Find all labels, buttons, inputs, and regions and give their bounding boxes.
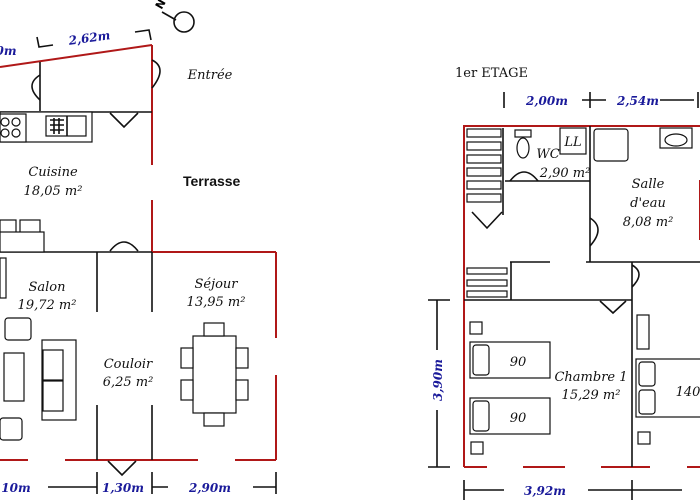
room-area-sejour: 13,95 m²: [187, 295, 246, 310]
first-floor-plan: 1er ETAGE 2,00m 2,54m: [428, 66, 700, 500]
door-icon: [151, 59, 161, 89]
dimension-label: 2,62m: [67, 28, 111, 48]
door-icon: [509, 171, 539, 182]
room-label-entree: Entrée: [187, 68, 233, 83]
bed-icon: 90: [469, 397, 551, 435]
bed-icon: 140: [635, 358, 700, 418]
washbasin-icon: [659, 127, 693, 149]
room-area-cuisine: 18,05 m²: [24, 184, 83, 199]
room-label-wc: WC: [536, 147, 559, 162]
room-area-salle-eau: 8,08 m²: [623, 215, 674, 230]
room-area-couloir: 6,25 m²: [103, 375, 154, 390]
sink-icon: [45, 115, 87, 137]
room-area-wc: 2,90 m²: [539, 166, 591, 181]
room-label-terrasse: Terrasse: [183, 173, 241, 189]
door-icon: [107, 460, 137, 477]
armchair-icon: [4, 317, 32, 341]
room-label-couloir: Couloir: [104, 357, 153, 372]
door-icon: [109, 112, 139, 129]
room-label-salon: Salon: [28, 280, 65, 295]
dimension-label: 3,92m: [524, 484, 566, 498]
staircase-icon: [466, 128, 508, 298]
washing-machine-icon: [559, 127, 587, 155]
shower-icon: [593, 128, 629, 162]
door-icon: [109, 241, 139, 252]
stove-icon: [0, 113, 27, 143]
appliance-label: LL: [563, 135, 581, 150]
toilet-icon: [514, 129, 532, 159]
compass-icon: N: [153, 0, 195, 33]
door-icon: [589, 217, 599, 247]
dimension-label: 10m: [1, 481, 30, 495]
dimension-label: 3,90m: [431, 359, 445, 401]
bed-icon: 90: [469, 341, 551, 379]
svg-text:90: 90: [510, 355, 527, 370]
nightstand: [470, 441, 484, 455]
room-label-cuisine: Cuisine: [28, 165, 78, 180]
armchair-icon: [0, 417, 23, 441]
coffee-table: [3, 352, 25, 402]
table: [0, 231, 45, 253]
room-label-chambre1: Chambre 1: [554, 370, 627, 385]
exterior-wall: [0, 44, 153, 68]
room-label-sejour: Séjour: [194, 277, 238, 292]
room-area-chambre1: 15,29 m²: [562, 388, 621, 403]
dimension-label: 2,54m: [616, 94, 659, 108]
room-area-salon: 19,72 m²: [18, 298, 77, 313]
svg-text:90: 90: [510, 411, 527, 426]
room-label-salle-eau: Salle: [632, 177, 665, 192]
dining-table-icon: [180, 322, 249, 427]
dimension-label: 0m: [0, 44, 17, 58]
dimension-label: 2,90m: [188, 481, 231, 495]
sofa-icon: [41, 339, 77, 421]
nightstand: [469, 321, 483, 335]
door-icon: [471, 211, 503, 230]
svg-text:N: N: [153, 0, 169, 11]
svg-text:140: 140: [676, 385, 700, 400]
door-icon: [631, 264, 640, 288]
door-icon: [599, 300, 627, 315]
ground-floor-plan: N: [0, 0, 277, 495]
door-icon: [31, 74, 41, 101]
dimension-label: 1,30m: [102, 481, 144, 495]
floor-title: 1er ETAGE: [455, 66, 528, 81]
dimension-label: 2,00m: [525, 94, 568, 108]
room-label-salle-eau-2: d'eau: [630, 196, 666, 211]
